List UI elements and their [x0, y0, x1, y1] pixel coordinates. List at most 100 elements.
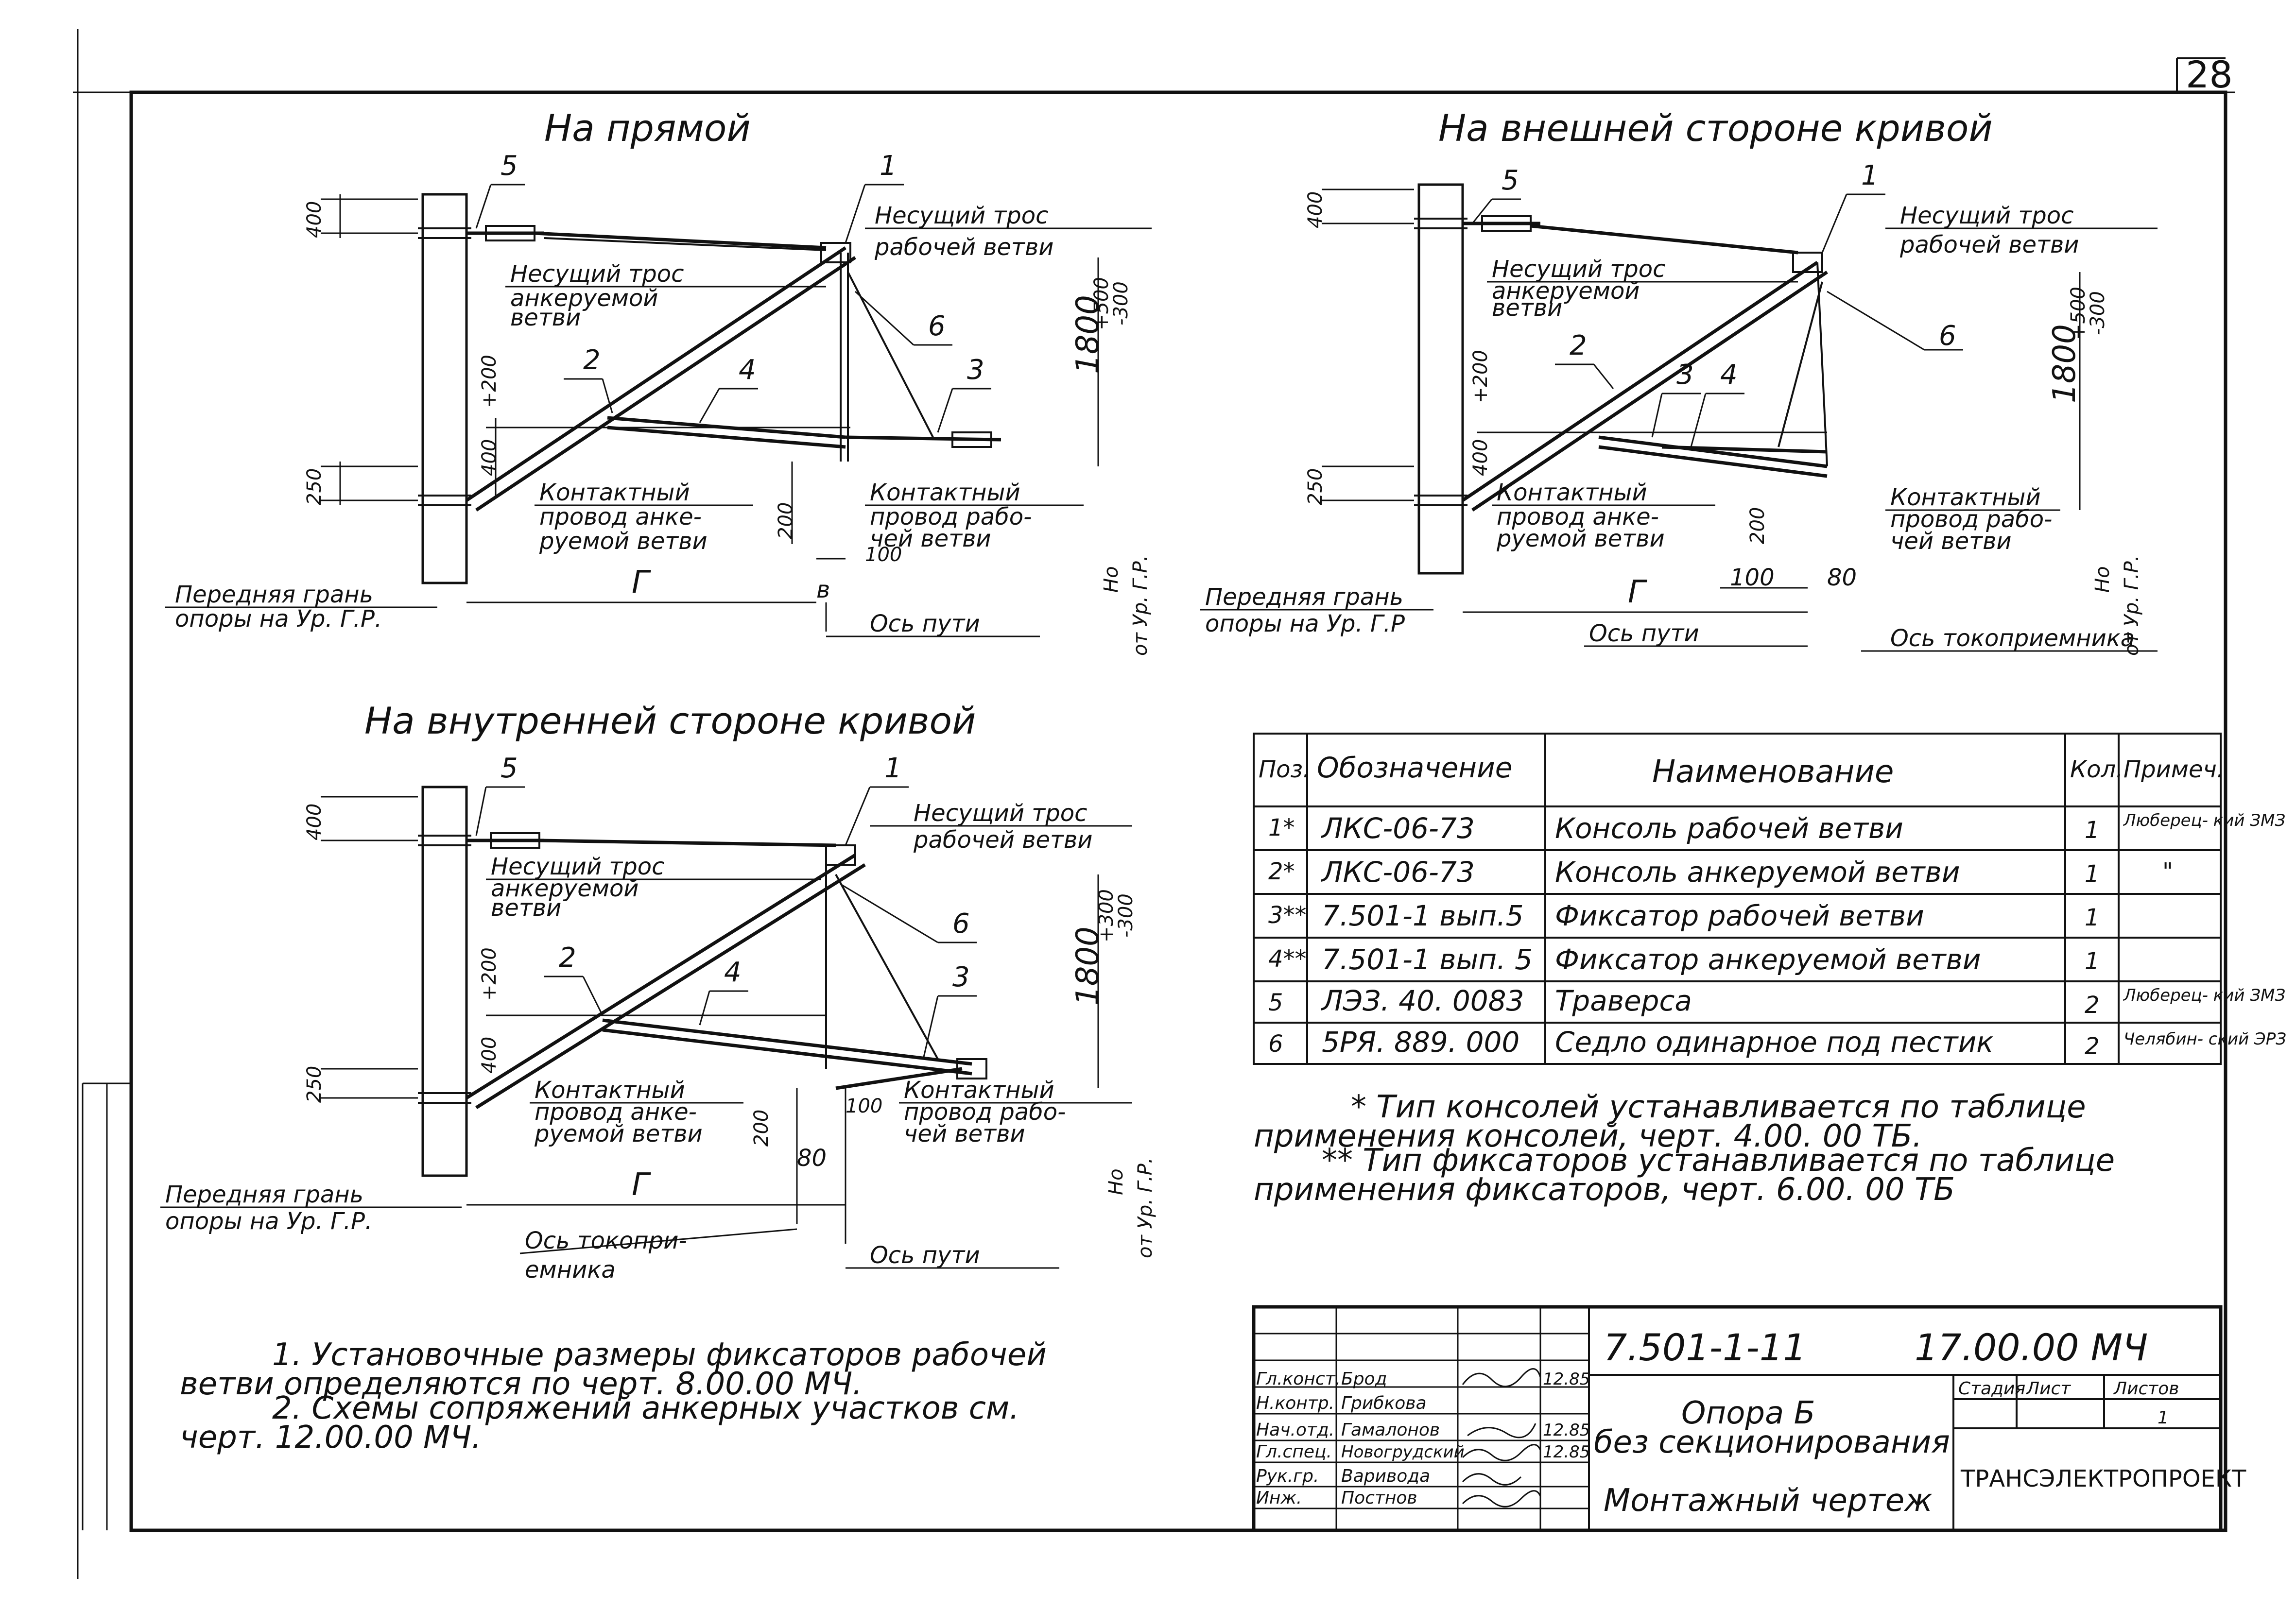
svg-text:2: 2 [2085, 1033, 2100, 1060]
svg-text:400: 400 [478, 439, 501, 476]
svg-text:Опора Б: Опора Б [1681, 1395, 1815, 1431]
svg-text:1: 1 [2085, 860, 2100, 888]
svg-text:Челябин- ский ЭРЗ: Челябин- ский ЭРЗ [2123, 1029, 2286, 1049]
view-inner-title: На внутренней стороне кривой [364, 699, 976, 742]
svg-text:200: 200 [1746, 507, 1769, 544]
svg-text:6: 6 [1268, 1030, 1283, 1058]
svg-text:Несущий трос: Несущий трос [510, 260, 684, 288]
svg-text:руемой ветви: руемой ветви [1496, 525, 1665, 552]
svg-text:провод анке-: провод анке- [535, 1098, 697, 1126]
console-clamp [820, 242, 851, 263]
svg-text:3: 3 [967, 354, 984, 386]
svg-text:2. Схемы сопряжений анкерных у: 2. Схемы сопряжений анкерных участков см… [272, 1390, 1019, 1426]
svg-text:Н.контр.: Н.контр. [1256, 1393, 1334, 1413]
svg-text:2*: 2* [1268, 858, 1295, 885]
svg-text:применения консолей, черт. 4.0: применения консолей, черт. 4.00. 00 ТБ. [1254, 1118, 1922, 1154]
svg-text:250: 250 [303, 1066, 326, 1103]
svg-text:-300: -300 [1115, 893, 1137, 938]
svg-text:ЛКС-06-73: ЛКС-06-73 [1321, 856, 1475, 889]
svg-text:5: 5 [1502, 165, 1519, 196]
svg-text:2: 2 [1570, 330, 1587, 361]
svg-text:Консоль рабочей ветви: Консоль рабочей ветви [1555, 812, 1903, 845]
svg-text:Кол.: Кол. [2070, 756, 2123, 783]
svg-text:Передняя грань: Передняя грань [175, 581, 373, 608]
svg-text:Листов: Листов [2113, 1379, 2179, 1399]
svg-text:Рук.гр.: Рук.гр. [1256, 1466, 1319, 1486]
svg-text:Брод: Брод [1341, 1369, 1387, 1389]
svg-text:Седло одинарное под пестик: Седло одинарное под пестик [1555, 1026, 1993, 1059]
svg-text:1: 1 [880, 150, 897, 182]
svg-text:Несущий трос: Несущий трос [1900, 202, 2073, 229]
svg-text:Вариводa: Вариводa [1341, 1466, 1430, 1486]
svg-text:Контактный: Контактный [1890, 484, 2041, 511]
svg-text:Люберец- кий ЗМЗ: Люберец- кий ЗМЗ [2123, 811, 2285, 830]
svg-text:7.501-1 вып. 5: 7.501-1 вып. 5 [1322, 943, 1533, 976]
svg-text:опоры на Ур. Г.Р.: опоры на Ур. Г.Р. [175, 605, 382, 633]
pole [1417, 183, 1464, 575]
svg-text:провод рабо-: провод рабо- [904, 1098, 1066, 1126]
svg-text:Грибкова: Грибкова [1341, 1393, 1427, 1413]
svg-text:от Ур. Г.Р.: от Ур. Г.Р. [1129, 555, 1152, 656]
svg-text:1: 1 [1861, 160, 1879, 191]
svg-text:6: 6 [952, 908, 970, 940]
view-inner-curve: На внутренней стороне кривой 400 250 400… [160, 699, 1157, 1284]
signature-marks [1462, 1368, 1541, 1507]
svg-text:Контактный: Контактный [535, 1077, 685, 1104]
svg-text:100: 100 [846, 1095, 882, 1117]
svg-text:7.501-1 вып.5: 7.501-1 вып.5 [1322, 899, 1524, 932]
view-outer-curve: На внешней стороне кривой 400 250 400 +2… [1200, 106, 2158, 656]
svg-text:без секционирования: без секционирования [1594, 1424, 1950, 1460]
svg-text:200: 200 [775, 502, 797, 539]
svg-text:2: 2 [583, 344, 601, 376]
svg-text:": " [2162, 858, 2173, 885]
svg-text:* Тип консолей устанавливается: * Тип консолей устанавливается по таблиц… [1351, 1089, 2086, 1125]
svg-text:ветви определяются по черт. 8.: ветви определяются по черт. 8.00.00 МЧ. [180, 1366, 862, 1402]
view-straight-title: На прямой [544, 106, 751, 150]
sheet-frame [73, 29, 2235, 1579]
svg-text:1. Установочные размеры фиксат: 1. Установочные размеры фиксаторов рабоч… [272, 1337, 1047, 1373]
svg-text:3**: 3** [1268, 902, 1307, 929]
svg-text:1800: 1800 [2047, 324, 2083, 403]
svg-text:4: 4 [1720, 359, 1738, 391]
table-row: 6 5РЯ. 889. 000 Седло одинарное под пест… [1268, 1026, 2286, 1060]
view-straight: На прямой 400 250 [165, 106, 1152, 656]
svg-text:провод рабо-: провод рабо- [1890, 506, 2053, 533]
svg-text:Консоль анкеруемой ветви: Консоль анкеруемой ветви [1555, 856, 1960, 889]
svg-text:анкеруемой: анкеруемой [510, 285, 658, 312]
svg-text:руемой ветви: руемой ветви [534, 1120, 703, 1148]
table-notes: * Тип консолей устанавливается по таблиц… [1254, 1089, 2115, 1208]
svg-text:ЛКС-06-73: ЛКС-06-73 [1321, 812, 1475, 845]
svg-text:Поз.: Поз. [1259, 756, 1310, 783]
svg-text:Несущий трос: Несущий трос [1492, 256, 1665, 283]
organization-name: ТРАНСЭЛЕКТРОПРОЕКТ [1960, 1465, 2246, 1492]
svg-text:ЛЭЗ. 40. 0083: ЛЭЗ. 40. 0083 [1321, 984, 1524, 1017]
svg-text:6: 6 [928, 310, 946, 342]
svg-text:Стадия: Стадия [1958, 1379, 2025, 1399]
svg-text:Ось пути: Ось пути [870, 610, 980, 637]
svg-text:Передняя грань: Передняя грань [1205, 583, 1403, 611]
svg-text:в: в [816, 576, 830, 603]
svg-text:Инж.: Инж. [1256, 1488, 1302, 1508]
svg-text:Ось пути: Ось пути [870, 1242, 980, 1269]
svg-text:3: 3 [952, 961, 970, 993]
svg-text:от Ур. Г.Р.: от Ур. Г.Р. [1134, 1157, 1157, 1258]
svg-text:400: 400 [303, 201, 326, 238]
svg-text:Г: Г [632, 1167, 651, 1203]
pole [421, 786, 468, 1177]
svg-text:Наименование: Наименование [1652, 754, 1894, 790]
svg-text:чей ветви: чей ветви [870, 525, 991, 552]
svg-text:** Тип фиксаторов устанавливае: ** Тип фиксаторов устанавливается по таб… [1322, 1143, 2115, 1179]
svg-text:провод анке-: провод анке- [539, 503, 702, 531]
svg-text:400: 400 [303, 804, 326, 840]
svg-text:2: 2 [559, 942, 576, 974]
view-outer-title: На внешней стороне кривой [1438, 106, 1993, 150]
table-row: 1* ЛКС-06-73 Консоль рабочей ветви 1 Люб… [1268, 811, 2285, 845]
svg-text:Контактный: Контактный [539, 479, 690, 506]
svg-text:400: 400 [478, 1037, 501, 1074]
svg-text:Передняя грань: Передняя грань [165, 1181, 363, 1208]
table-row: 4** 7.501-1 вып. 5 Фиксатор анкеруемой в… [1268, 943, 2100, 976]
svg-text:4: 4 [724, 957, 742, 988]
svg-text:12.85: 12.85 [1543, 1442, 1590, 1462]
svg-text:Несущий трос: Несущий трос [491, 853, 664, 880]
